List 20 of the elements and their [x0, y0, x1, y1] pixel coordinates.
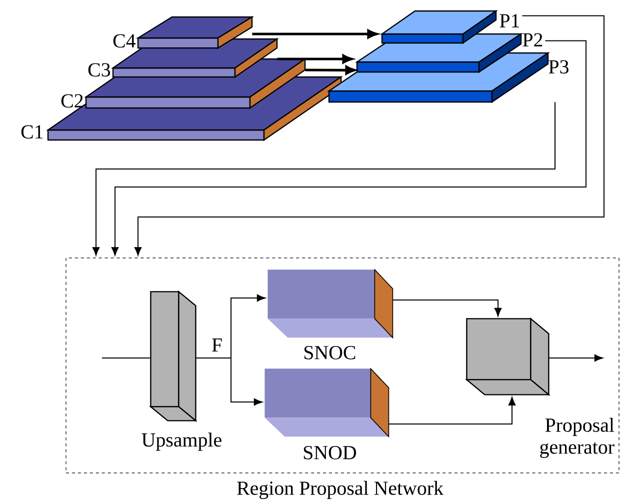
layer-label: C2: [61, 94, 83, 108]
arrow: [392, 299, 502, 316]
layer-label: C1: [21, 125, 43, 139]
layer-label: P2: [522, 33, 542, 46]
arrow: [134, 15, 604, 256]
layer-label: P1: [500, 14, 520, 28]
block-label: Upsample: [142, 432, 222, 451]
arrow: [111, 40, 586, 256]
arrow: [92, 102, 556, 256]
network-title: Region Proposal Network: [237, 480, 444, 500]
arrow: [548, 354, 603, 362]
block-label: Proposal generator: [540, 418, 614, 458]
layer-label: C4: [113, 34, 136, 48]
layer-label: C3: [88, 63, 110, 77]
arrow: [388, 396, 516, 424]
layer-label: P3: [548, 60, 568, 74]
block-label: SNOD: [304, 446, 356, 460]
block-label: SNOC: [304, 346, 356, 360]
arrow: [195, 357, 262, 406]
edge-label: F: [210, 337, 224, 352]
